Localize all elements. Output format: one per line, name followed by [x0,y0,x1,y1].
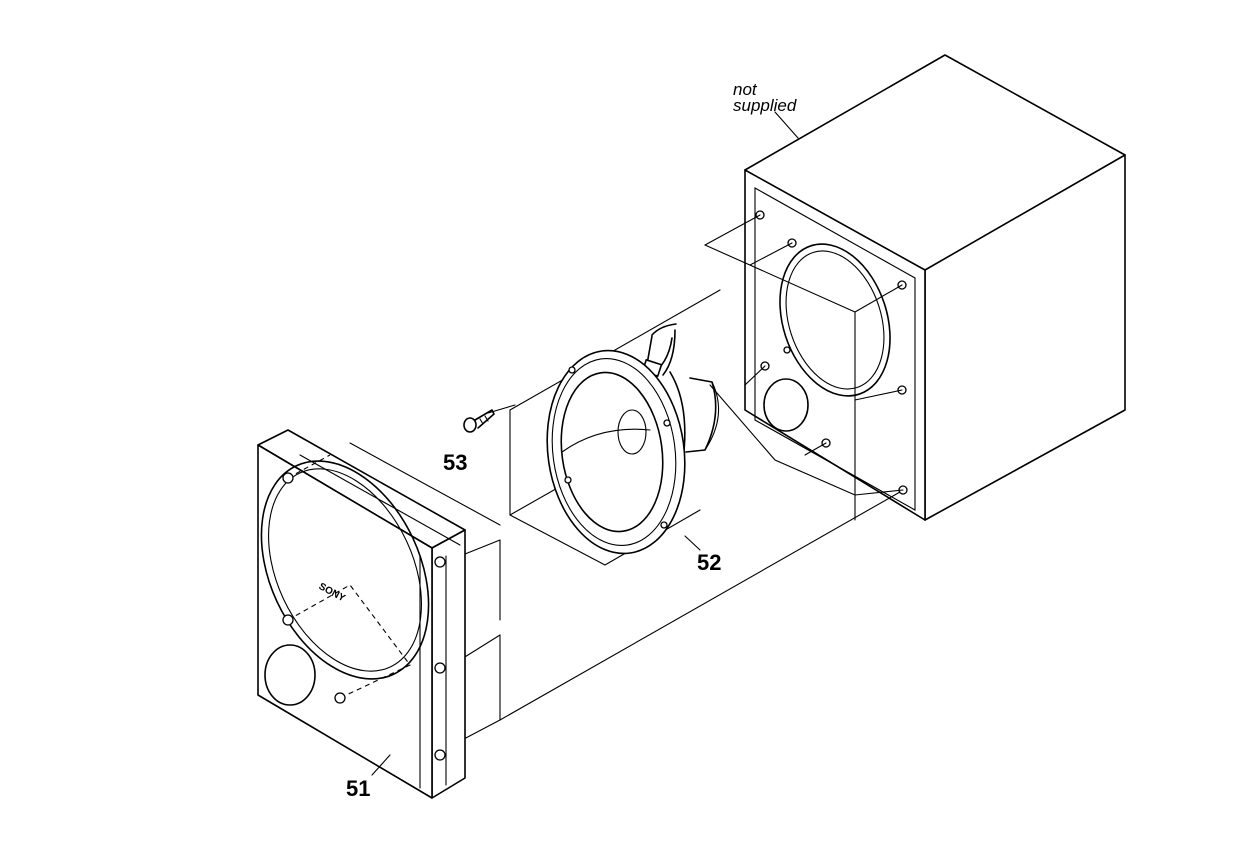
front-grille: SONY [257,429,466,799]
screw [463,409,495,433]
callout-front-grille: 51 [346,776,370,801]
callout-speaker-unit: 52 [697,550,721,575]
speaker-unit [546,323,720,555]
not-supplied-label-line2: supplied [733,96,797,115]
not-supplied-label-line1: not [733,80,758,99]
leader-lines [371,111,799,776]
speaker-cabinet [744,54,1126,521]
callout-screw: 53 [443,450,467,475]
